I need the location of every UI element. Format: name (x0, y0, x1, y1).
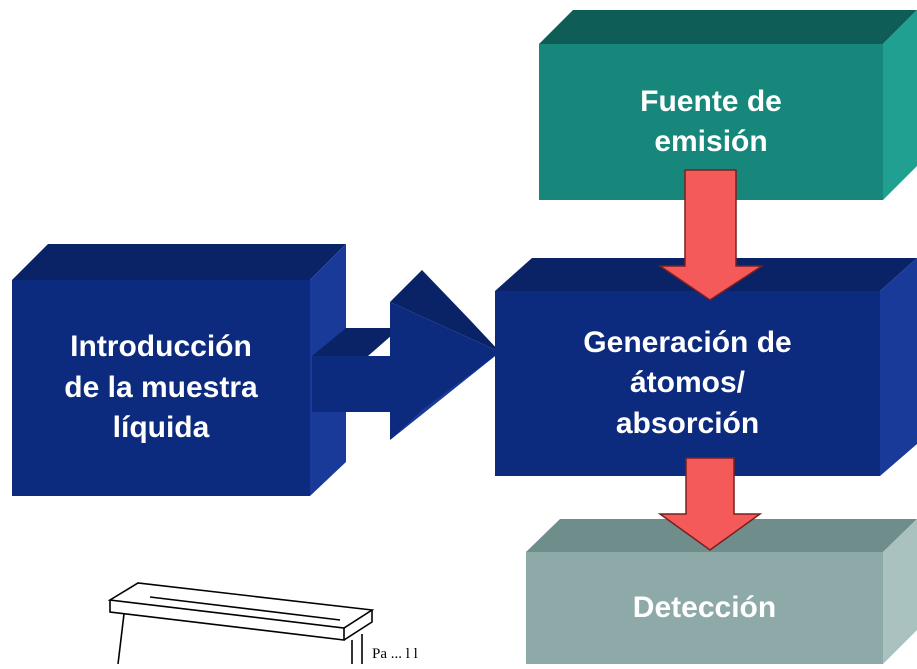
generacion-box-front (495, 291, 880, 476)
red-arrow-generacion-to-deteccion (657, 457, 763, 551)
burner-sketch-top (107, 582, 375, 629)
sketch-caption: Pa ... l l (372, 646, 418, 662)
burner-sketch-leg-left (117, 613, 125, 665)
introduccion-label: Introducción de la muestra líquida (64, 330, 258, 445)
burner-sketch (107, 582, 375, 665)
introduccion-box-top (12, 244, 346, 280)
fuente-box-side (883, 10, 917, 200)
input-arrow-head-top (390, 270, 500, 352)
generacion-box-side (880, 258, 917, 476)
red-arrow-fuente-to-generacion (657, 169, 765, 301)
burner-sketch-right (343, 610, 373, 641)
input-arrow-top (312, 328, 400, 356)
deteccion-box-side (883, 519, 917, 664)
fuente-box-top (539, 10, 917, 44)
burner-sketch-front (109, 600, 345, 641)
deteccion-box-front (526, 552, 883, 664)
introduccion-box (12, 244, 346, 496)
input-arrow-body (312, 302, 500, 440)
input-arrow (312, 270, 500, 440)
introduccion-box-front (12, 280, 310, 496)
deteccion-label: Detección (632, 590, 777, 624)
burner-sketch-slot (149, 596, 341, 621)
generacion-label: Generación de átomos/ absorción (583, 325, 792, 440)
input-arrow-head-side (390, 352, 500, 440)
generacion-box (495, 258, 917, 476)
fuente-label: Fuente de emisión (640, 84, 782, 159)
